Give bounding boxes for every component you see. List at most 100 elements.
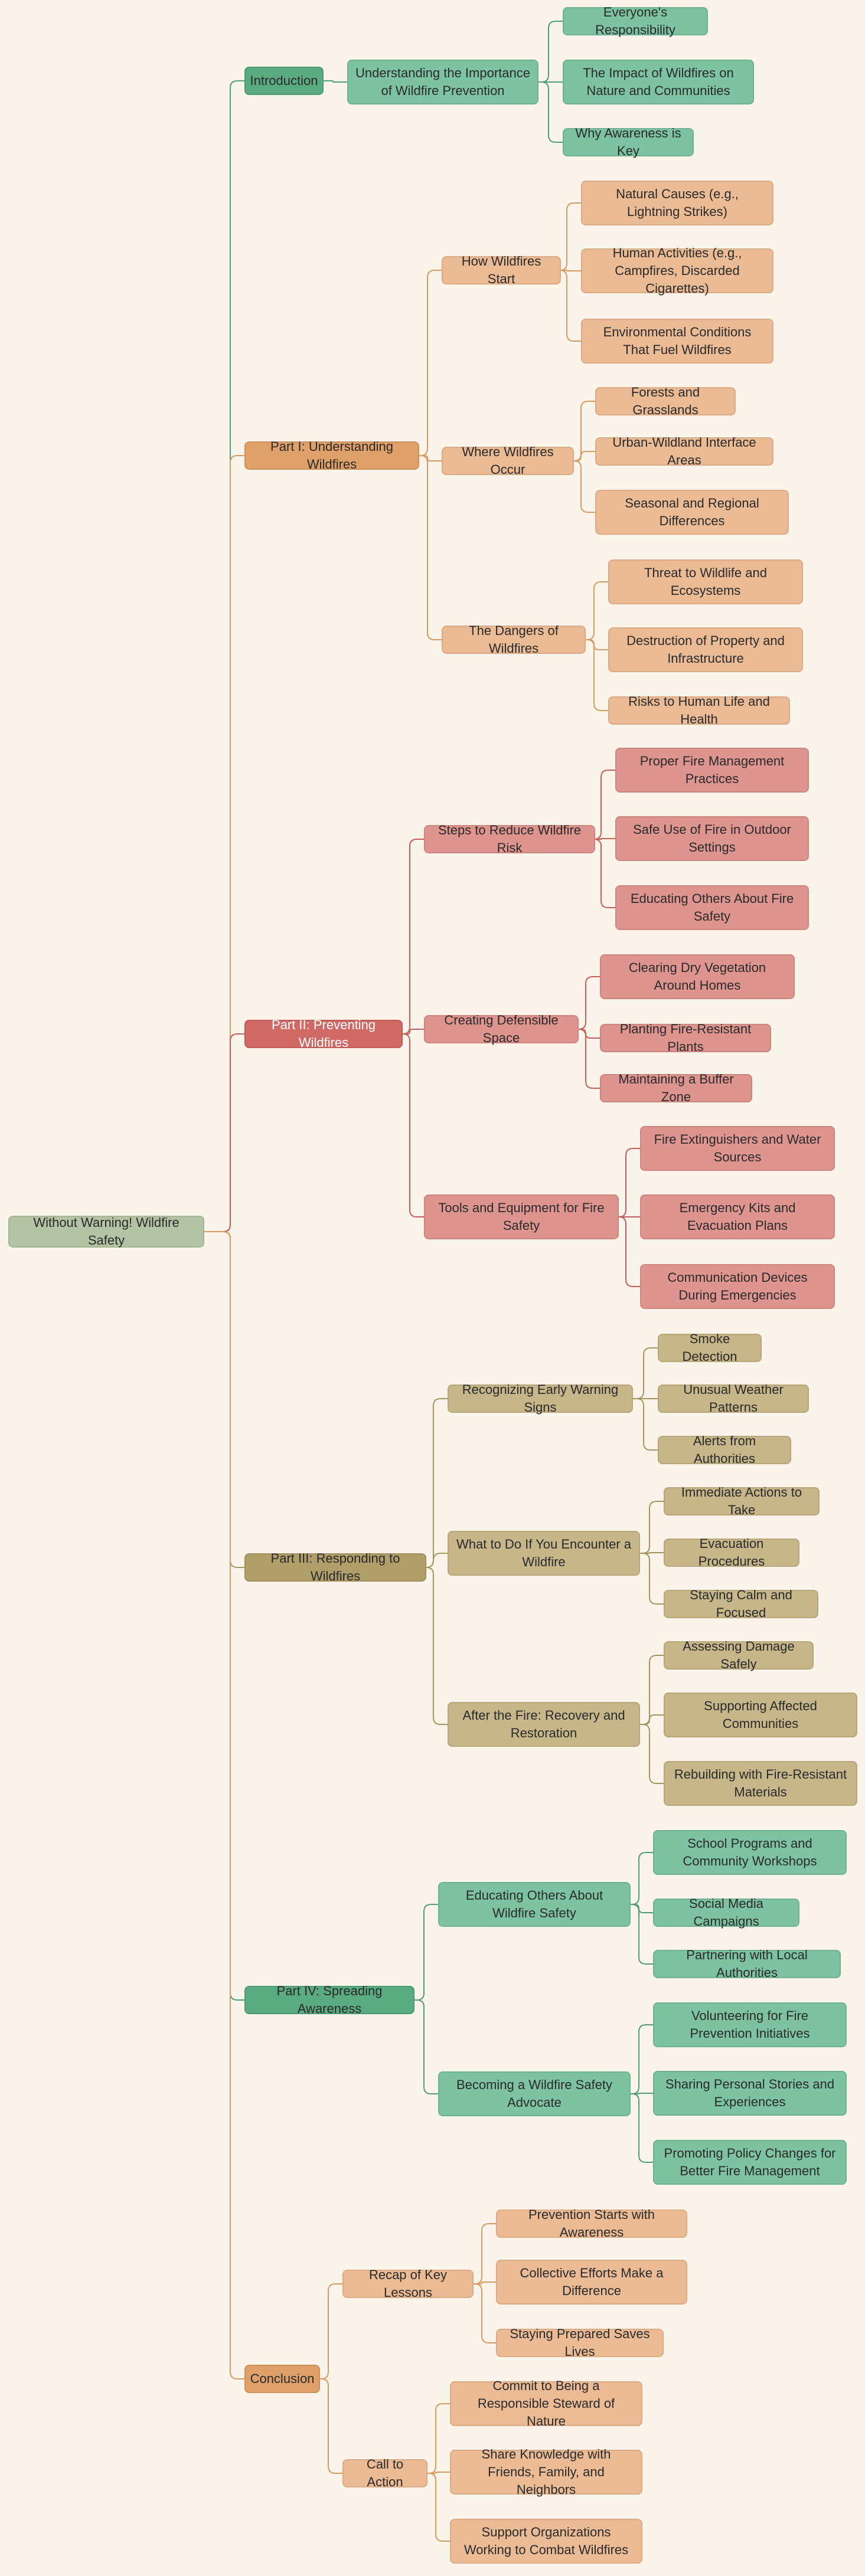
- branch-node-introduction: Introduction: [244, 67, 324, 95]
- connector-root-branch: [204, 80, 244, 1232]
- leaf-node: Educating Others About Fire Safety: [615, 885, 809, 930]
- leaf-node: Evacuation Procedures: [664, 1536, 799, 1569]
- connector-branch-topic: [403, 1029, 424, 1035]
- leaf-node: The Impact of Wildfires on Nature and Co…: [563, 60, 754, 104]
- leaf-node: Everyone's Responsibility: [563, 5, 708, 37]
- connector-topic-leaf: [474, 2283, 496, 2343]
- leaf-node: Staying Prepared Saves Lives: [496, 2326, 664, 2359]
- connector-topic-leaf: [538, 21, 563, 83]
- leaf-node: Risks to Human Life and Health: [608, 694, 790, 726]
- connector-topic-leaf: [618, 1216, 640, 1287]
- leaf-node: Destruction of Property and Infrastructu…: [608, 627, 803, 672]
- branch-node-part-4: Part IV: Spreading Awareness: [244, 1983, 414, 2016]
- connector-branch-topic: [320, 2378, 342, 2474]
- connector-topic-leaf: [633, 1347, 658, 1399]
- leaf-node: Collective Efforts Make a Difference: [496, 2260, 687, 2305]
- leaf-node: Forests and Grasslands: [595, 385, 736, 417]
- connector-topic-leaf: [573, 460, 595, 513]
- leaf-node: Planting Fire-Resistant Plants: [600, 1022, 771, 1054]
- topic-node: Where Wildfires Occur: [442, 444, 574, 477]
- leaf-node: Supporting Affected Communities: [664, 1693, 857, 1737]
- root-node: Without Warning! Wildfire Safety: [8, 1215, 204, 1248]
- connector-topic-leaf: [631, 2024, 653, 2094]
- topic-node: Steps to Reduce Wildfire Risk: [424, 823, 595, 855]
- leaf-node: Smoke Detection: [658, 1331, 762, 1364]
- leaf-node: Alerts from Authorities: [658, 1433, 791, 1466]
- leaf-node: Promoting Policy Changes for Better Fire…: [653, 2140, 847, 2185]
- leaf-node: Environmental Conditions That Fuel Wildf…: [581, 319, 773, 364]
- connector-topic-leaf: [640, 1714, 664, 1725]
- branch-node-conclusion: Conclusion: [244, 2365, 320, 2393]
- connector-branch-topic: [320, 2283, 342, 2379]
- leaf-node: Prevention Starts with Awareness: [496, 2207, 687, 2240]
- connector-topic-leaf: [573, 401, 595, 461]
- branch-node-part-2: Part II: Preventing Wildfires: [244, 1017, 403, 1050]
- connector-topic-leaf: [640, 1501, 664, 1554]
- connector-topic-leaf: [618, 1148, 640, 1217]
- connector-topic-leaf: [640, 1724, 664, 1784]
- connector-root-branch: [204, 1231, 244, 2379]
- connector-topic-leaf: [538, 81, 563, 143]
- connector-topic-leaf: [586, 581, 608, 640]
- connector-topic-leaf: [631, 1904, 653, 1965]
- leaf-node: Volunteering for Fire Prevention Initiat…: [653, 2002, 847, 2047]
- connector-branch-topic: [426, 1398, 448, 1568]
- connector-topic-leaf: [640, 1655, 664, 1725]
- connector-topic-leaf: [586, 639, 608, 650]
- connector-topic-leaf: [593, 839, 615, 908]
- connector-topic-leaf: [578, 976, 600, 1030]
- topic-node: After the Fire: Recovery and Restoration: [448, 1702, 640, 1747]
- connector-root-branch: [204, 1231, 244, 2001]
- connector-topic-leaf: [631, 2093, 653, 2163]
- connector-topic-leaf: [427, 2403, 450, 2474]
- topic-node: Understanding the Importance of Wildfire…: [347, 60, 538, 104]
- connector-topic-leaf: [579, 1029, 600, 1039]
- leaf-node: Seasonal and Regional Differences: [595, 490, 789, 535]
- branch-node-part-3: Part III: Responding to Wildfires: [244, 1551, 426, 1583]
- connector-topic-leaf: [631, 2093, 653, 2094]
- leaf-node: Communication Devices During Emergencies: [640, 1264, 835, 1309]
- connector-branch-topic: [419, 270, 442, 456]
- leaf-node: School Programs and Community Workshops: [653, 1830, 847, 1875]
- branch-node-part-1: Part I: Understanding Wildfires: [244, 439, 419, 472]
- leaf-node: Assessing Damage Safely: [664, 1639, 814, 1671]
- topic-node: Recap of Key Lessons: [342, 2267, 474, 2300]
- connector-root-branch: [204, 1231, 244, 1568]
- leaf-node: Unusual Weather Patterns: [658, 1382, 809, 1415]
- leaf-node: Share Knowledge with Friends, Family, an…: [450, 2447, 642, 2497]
- connector-topic-leaf: [561, 270, 581, 271]
- connector-branch-topic: [426, 1553, 448, 1568]
- leaf-node: Staying Calm and Focused: [664, 1588, 818, 1620]
- leaf-node: Natural Causes (e.g., Lightning Strikes): [581, 181, 773, 225]
- connector-topic-leaf: [574, 451, 595, 461]
- topic-node: Tools and Equipment for Fire Safety: [424, 1194, 619, 1239]
- connector-branch-topic: [419, 455, 442, 461]
- topic-node: Call to Action: [342, 2457, 427, 2489]
- leaf-node: Clearing Dry Vegetation Around Homes: [600, 954, 795, 999]
- connector-branch-topic: [414, 1904, 438, 2001]
- connector-topic-leaf: [631, 1852, 653, 1905]
- leaf-node: Threat to Wildlife and Ecosystems: [608, 559, 803, 604]
- connector-topic-leaf: [631, 1904, 653, 1913]
- connector-branch-topic: [414, 1999, 438, 2094]
- topic-node: How Wildfires Start: [442, 254, 561, 286]
- topic-node: What to Do If You Encounter a Wildfire: [448, 1531, 640, 1576]
- leaf-node: Maintaining a Buffer Zone: [600, 1072, 752, 1104]
- leaf-node: Why Awareness is Key: [563, 126, 694, 158]
- connector-topic-leaf: [427, 2473, 450, 2542]
- leaf-node: Social Media Campaigns: [653, 1896, 799, 1929]
- topic-node: Educating Others About Wildfire Safety: [438, 1882, 631, 1927]
- leaf-node: Immediate Actions to Take: [664, 1485, 820, 1517]
- leaf-node: Partnering with Local Authorities: [653, 1947, 841, 1980]
- leaf-node: Urban-Wildland Interface Areas: [595, 435, 773, 467]
- connector-topic-leaf: [633, 1398, 658, 1451]
- leaf-node: Proper Fire Management Practices: [615, 748, 809, 793]
- connector-topic-leaf: [593, 770, 615, 840]
- connector-topic-leaf: [640, 1553, 664, 1605]
- leaf-node: Rebuilding with Fire-Resistant Materials: [664, 1761, 857, 1806]
- connector-branch-topic: [402, 1033, 424, 1217]
- leaf-node: Emergency Kits and Evacuation Plans: [640, 1194, 835, 1239]
- connector-root-branch: [204, 455, 244, 1232]
- leaf-node: Sharing Personal Stories and Experiences: [653, 2071, 847, 2116]
